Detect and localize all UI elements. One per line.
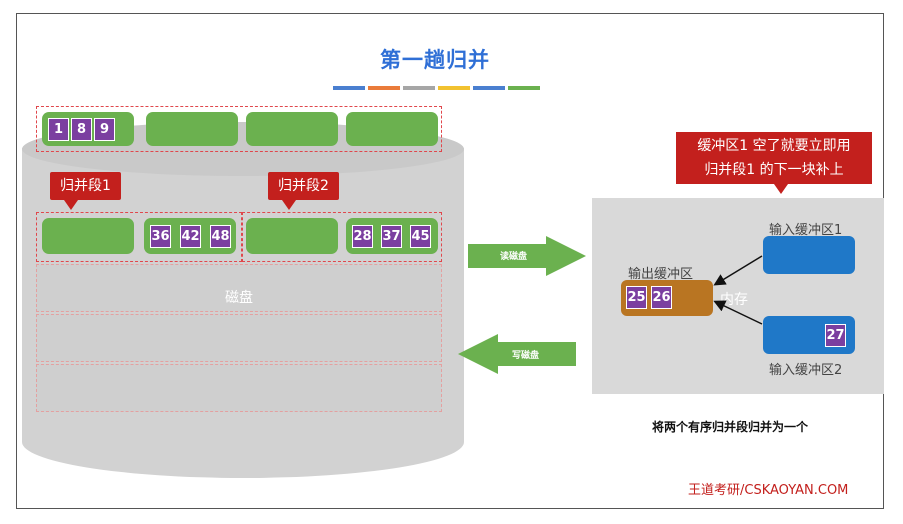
color-segment — [333, 86, 365, 90]
run2-callout-pointer — [282, 200, 296, 210]
record-cell: 28 — [352, 225, 373, 248]
caption: 将两个有序归并段归并为一个 — [652, 420, 809, 434]
disk-block — [246, 112, 338, 146]
buffer-callout: 缓冲区1 空了就要立即用 归并段1 的下一块补上 — [676, 132, 872, 184]
color-segment — [473, 86, 505, 90]
record-cell: 25 — [626, 286, 647, 309]
run1-block: 36 42 48 — [144, 218, 236, 254]
record-cell: 1 — [48, 118, 69, 141]
disk-label: 磁盘 — [225, 290, 253, 306]
read-disk-arrow — [468, 236, 586, 276]
run1-callout-pointer — [64, 200, 78, 210]
color-segment — [438, 86, 470, 90]
record-cell: 9 — [94, 118, 115, 141]
faded-row — [36, 314, 442, 362]
memory-label: 内存 — [720, 292, 748, 308]
buffer-callout-pointer — [774, 184, 788, 194]
run2-row — [242, 212, 442, 262]
merge-arrows — [713, 255, 763, 325]
output-buffer-label: 输出缓冲区 — [628, 267, 694, 282]
buffer-callout-line2: 归并段1 的下一块补上 — [704, 162, 844, 178]
color-segment — [368, 86, 400, 90]
run2-block: 28 37 45 — [346, 218, 438, 254]
run2-callout: 归并段2 — [268, 172, 339, 200]
footer-brand: 王道考研/CSKAOYAN.COM — [688, 483, 849, 498]
record-cell: 36 — [150, 225, 171, 248]
read-disk-label: 读磁盘 — [500, 252, 528, 262]
input-buffer2-label: 输入缓冲区2 — [769, 363, 843, 378]
faded-row — [36, 364, 442, 412]
disk-body — [22, 148, 464, 478]
faded-row — [36, 264, 442, 312]
input-buffer2: 27 — [763, 316, 855, 354]
disk-block — [346, 112, 438, 146]
disk-block — [146, 112, 238, 146]
record-cell: 37 — [381, 225, 402, 248]
input-buffer1 — [763, 236, 855, 274]
buffer-callout-line1: 缓冲区1 空了就要立即用 — [697, 138, 851, 154]
record-cell: 45 — [410, 225, 431, 248]
input-buffer1-label: 输入缓冲区1 — [769, 223, 843, 238]
output-buffer: 25 26 — [621, 280, 713, 316]
title-color-bar — [333, 86, 540, 90]
run1-callout: 归并段1 — [50, 172, 121, 200]
run1-block — [42, 218, 134, 254]
page-title: 第一趟归并 — [380, 48, 490, 72]
run1-row — [36, 212, 242, 262]
disk-top-row — [36, 106, 442, 152]
record-cell: 8 — [71, 118, 92, 141]
run2-block — [246, 218, 338, 254]
disk-block: 1 8 9 — [42, 112, 134, 146]
color-segment — [403, 86, 435, 90]
record-cell: 42 — [180, 225, 201, 248]
write-disk-label: 写磁盘 — [512, 351, 540, 361]
record-cell: 27 — [825, 324, 846, 347]
record-cell: 48 — [210, 225, 231, 248]
write-disk-arrow — [458, 334, 576, 374]
color-segment — [508, 86, 540, 90]
record-cell: 26 — [651, 286, 672, 309]
